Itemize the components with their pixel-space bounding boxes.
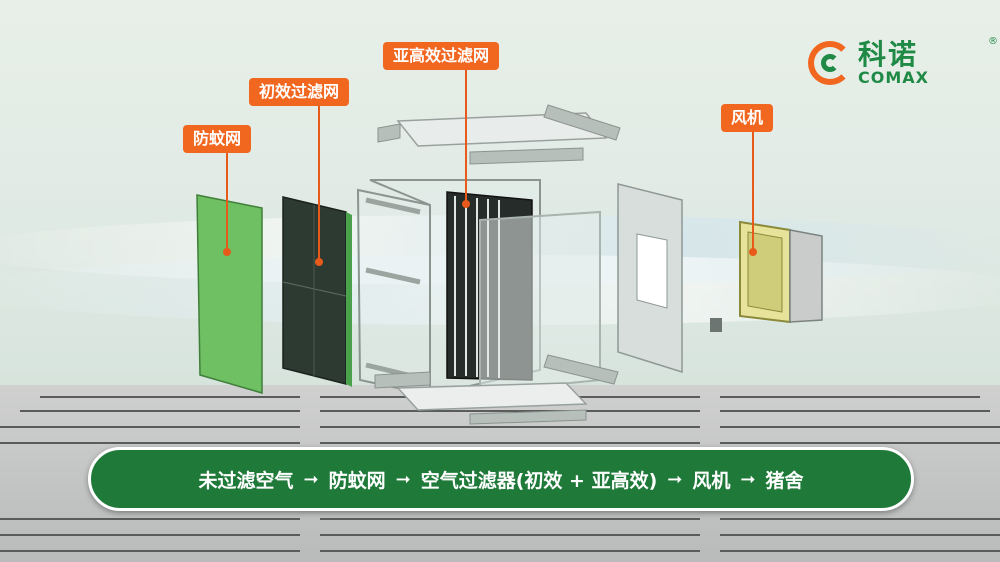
leader-dot bbox=[749, 248, 757, 256]
tag-primary-filter: 初效过滤网 bbox=[249, 78, 350, 106]
logo-chinese: 科诺 bbox=[858, 38, 919, 71]
flow-step-air-filter: 空气过滤器(初效 + 亚高效) bbox=[420, 469, 658, 492]
top-plate bbox=[396, 112, 608, 147]
leader-line bbox=[465, 70, 467, 202]
leader-line bbox=[318, 106, 320, 260]
flow-step-mosquito-net: 防蚊网 bbox=[328, 469, 386, 492]
arrow-right-icon: ➞ bbox=[667, 468, 683, 490]
leader-line bbox=[226, 153, 228, 251]
airflow-process-banner: 未过滤空气 ➞ 防蚊网 ➞ 空气过滤器(初效 + 亚高效) ➞ 风机 ➞ 猪舍 bbox=[88, 447, 914, 511]
brand-logo: 科诺 COMAX ® bbox=[808, 36, 998, 87]
leader-dot bbox=[315, 258, 323, 266]
bottom-plate bbox=[396, 382, 588, 411]
arrow-right-icon: ➞ bbox=[395, 468, 411, 490]
mosquito-net-panel bbox=[196, 194, 263, 394]
flow-step-fan: 风机 bbox=[692, 469, 731, 492]
tag-sub-hepa-filter: 亚高效过滤网 bbox=[383, 42, 500, 70]
logo-mark-icon bbox=[808, 41, 852, 85]
leader-dot bbox=[223, 248, 231, 256]
leader-line bbox=[752, 132, 754, 250]
arrow-right-icon: ➞ bbox=[740, 468, 756, 490]
logo-english: COMAX bbox=[858, 68, 929, 87]
leader-dot bbox=[462, 200, 470, 208]
tag-mosquito-net: 防蚊网 bbox=[183, 125, 252, 153]
arrow-right-icon: ➞ bbox=[303, 468, 319, 490]
floor-grille bbox=[0, 396, 1000, 552]
flow-step-pig-house: 猪舍 bbox=[765, 469, 804, 492]
registered-mark: ® bbox=[988, 36, 998, 47]
flow-step-unfiltered-air: 未过滤空气 bbox=[198, 469, 294, 492]
tag-fan: 风机 bbox=[721, 104, 774, 132]
